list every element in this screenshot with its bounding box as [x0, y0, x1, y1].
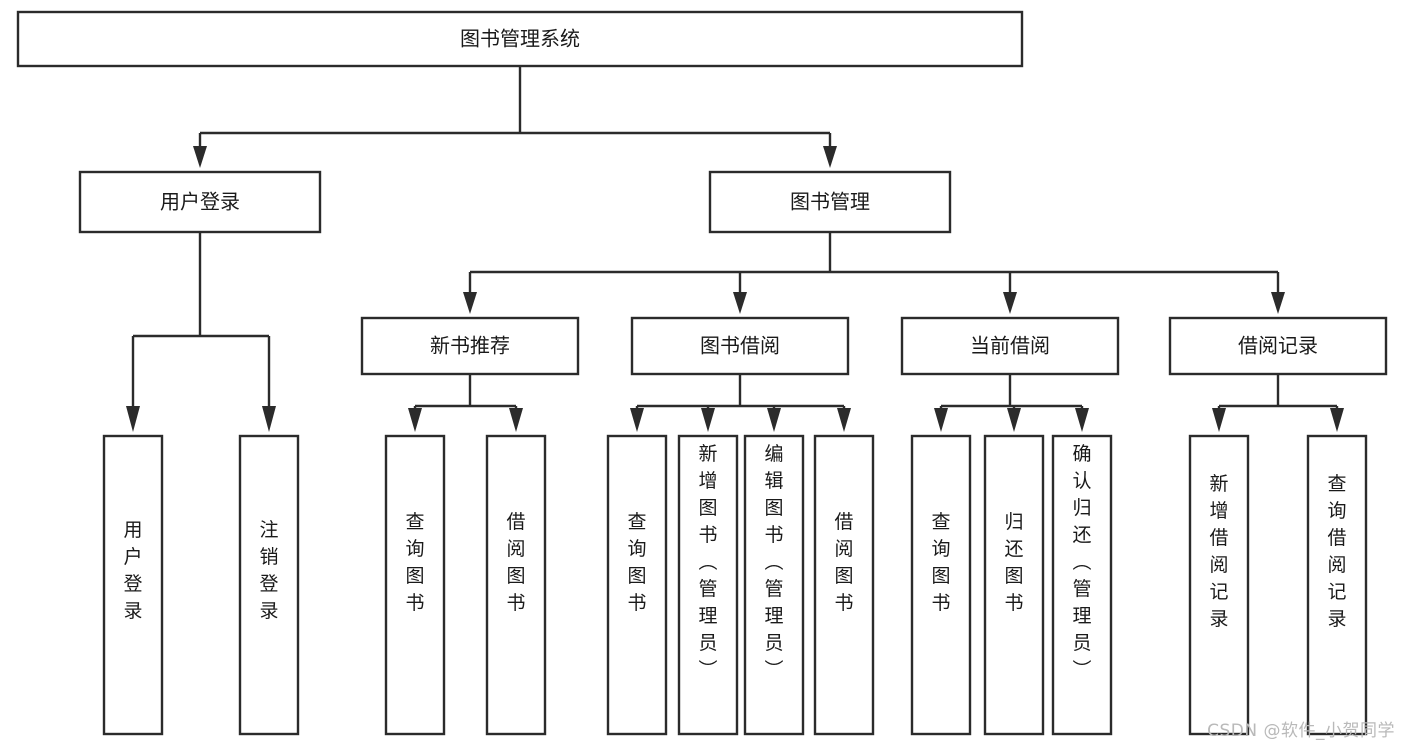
node-book-borrow-label: 图书借阅 [700, 334, 780, 358]
node-new-book-rec-box[interactable] [360, 316, 580, 376]
node-leaf-logout[interactable]: 注销登录 [238, 434, 300, 736]
node-leaf-return-book-box[interactable] [983, 434, 1045, 736]
node-user-login-label: 用户登录 [160, 190, 240, 214]
node-root-box[interactable] [16, 10, 1024, 68]
arrow-leaf-query-book-3 [934, 408, 948, 432]
node-leaf-user-login-box[interactable] [102, 434, 164, 736]
csdn-watermark: CSDN @软件_小贺同学 [1207, 721, 1395, 741]
arrow-user-login [193, 146, 207, 168]
node-leaf-logout-box[interactable] [238, 434, 300, 736]
node-leaf-add-record[interactable]: 新增借阅记录 [1188, 434, 1250, 736]
arrow-leaf-add-book [701, 408, 715, 432]
node-leaf-borrow-book-1[interactable]: 借阅图书 [485, 434, 547, 736]
arrow-new-book-rec [463, 292, 477, 314]
node-leaf-query-book-1-box[interactable] [384, 434, 446, 736]
node-user-login[interactable]: 用户登录 [78, 170, 322, 234]
node-user-login-box[interactable] [78, 170, 322, 234]
arrow-leaf-add-record [1212, 408, 1226, 432]
node-current-borrow-box[interactable] [900, 316, 1120, 376]
arrow-leaf-edit-book [767, 408, 781, 432]
arrow-borrow-record [1271, 292, 1285, 314]
node-leaf-add-record-label: 新增借阅记录 [1209, 473, 1228, 630]
node-leaf-query-book-1[interactable]: 查询图书 [384, 434, 446, 736]
node-leaf-query-book-3-box[interactable] [910, 434, 972, 736]
node-leaf-query-record-box[interactable] [1306, 434, 1368, 736]
node-leaf-borrow-book-2-label: 借阅图书 [834, 511, 853, 614]
node-leaf-confirm-return[interactable]: 确认归还︵管理员︶ [1051, 434, 1113, 736]
node-borrow-record-label: 借阅记录 [1238, 334, 1318, 358]
arrow-leaf-logout [262, 406, 276, 432]
node-book-borrow[interactable]: 图书借阅 [630, 316, 850, 376]
arrow-leaf-borrow-book-1 [509, 408, 523, 432]
arrow-leaf-query-book-2 [630, 408, 644, 432]
node-new-book-rec[interactable]: 新书推荐 [360, 316, 580, 376]
node-leaf-user-login[interactable]: 用户登录 [102, 434, 164, 736]
node-leaf-borrow-book-1-label: 借阅图书 [506, 511, 525, 614]
node-leaf-logout-label: 注销登录 [259, 519, 278, 622]
arrow-leaf-query-record [1330, 408, 1344, 432]
node-leaf-edit-book[interactable]: 编辑图书︵管理员︶ [743, 434, 805, 736]
node-book-manage-label: 图书管理 [790, 190, 870, 214]
node-leaf-query-book-2-box[interactable] [606, 434, 668, 736]
node-borrow-record[interactable]: 借阅记录 [1168, 316, 1388, 376]
connector-group-root-to-level2 [193, 66, 837, 168]
node-leaf-borrow-book-2-box[interactable] [813, 434, 875, 736]
connector-group-new-book-rec-to-leaves [408, 374, 523, 432]
arrow-book-borrow [733, 292, 747, 314]
node-leaf-add-book-label: 新增图书︵管理员︶ [698, 443, 717, 681]
connector-group-book-manage-to-level3 [463, 232, 1285, 314]
node-leaf-confirm-return-box[interactable] [1051, 434, 1113, 736]
node-leaf-query-record-label: 查询借阅记录 [1327, 473, 1346, 630]
node-leaf-add-record-box[interactable] [1188, 434, 1250, 736]
connector-group-borrow-record-to-leaves [1212, 374, 1344, 432]
arrow-leaf-confirm-return [1075, 408, 1089, 432]
node-leaf-borrow-book-2[interactable]: 借阅图书 [813, 434, 875, 736]
connector-group-book-borrow-to-leaves [630, 374, 851, 432]
node-root[interactable]: 图书管理系统 [16, 10, 1024, 68]
connector-group-current-borrow-to-leaves [934, 374, 1089, 432]
node-new-book-rec-label: 新书推荐 [430, 334, 510, 358]
node-book-manage-box[interactable] [708, 170, 952, 234]
arrow-leaf-query-book-1 [408, 408, 422, 432]
node-leaf-return-book[interactable]: 归还图书 [983, 434, 1045, 736]
node-leaf-confirm-return-label: 确认归还︵管理员︶ [1072, 443, 1091, 681]
node-leaf-return-book-label: 归还图书 [1004, 511, 1023, 614]
node-leaf-query-record[interactable]: 查询借阅记录 [1306, 434, 1368, 736]
node-borrow-record-box[interactable] [1168, 316, 1388, 376]
arrow-leaf-return-book [1007, 408, 1021, 432]
node-book-borrow-box[interactable] [630, 316, 850, 376]
node-current-borrow[interactable]: 当前借阅 [900, 316, 1120, 376]
connector-group-user-login-to-leaves [126, 232, 276, 432]
node-leaf-add-book-box[interactable] [677, 434, 739, 736]
node-leaf-query-book-2-label: 查询图书 [627, 511, 646, 614]
node-leaf-edit-book-box[interactable] [743, 434, 805, 736]
node-leaf-edit-book-label: 编辑图书︵管理员︶ [764, 443, 783, 681]
node-leaf-borrow-book-1-box[interactable] [485, 434, 547, 736]
arrow-leaf-user-login [126, 406, 140, 432]
arrow-leaf-borrow-book-2 [837, 408, 851, 432]
node-book-manage[interactable]: 图书管理 [708, 170, 952, 234]
node-leaf-query-book-3-label: 查询图书 [931, 511, 950, 614]
node-leaf-add-book[interactable]: 新增图书︵管理员︶ [677, 434, 739, 736]
node-leaf-query-book-2[interactable]: 查询图书 [606, 434, 668, 736]
node-root-label: 图书管理系统 [460, 27, 580, 51]
arrow-book-manage [823, 146, 837, 168]
node-leaf-query-book-1-label: 查询图书 [405, 511, 424, 614]
node-leaf-user-login-label: 用户登录 [123, 519, 142, 622]
arrow-current-borrow [1003, 292, 1017, 314]
node-leaf-query-book-3[interactable]: 查询图书 [910, 434, 972, 736]
node-current-borrow-label: 当前借阅 [970, 334, 1050, 358]
